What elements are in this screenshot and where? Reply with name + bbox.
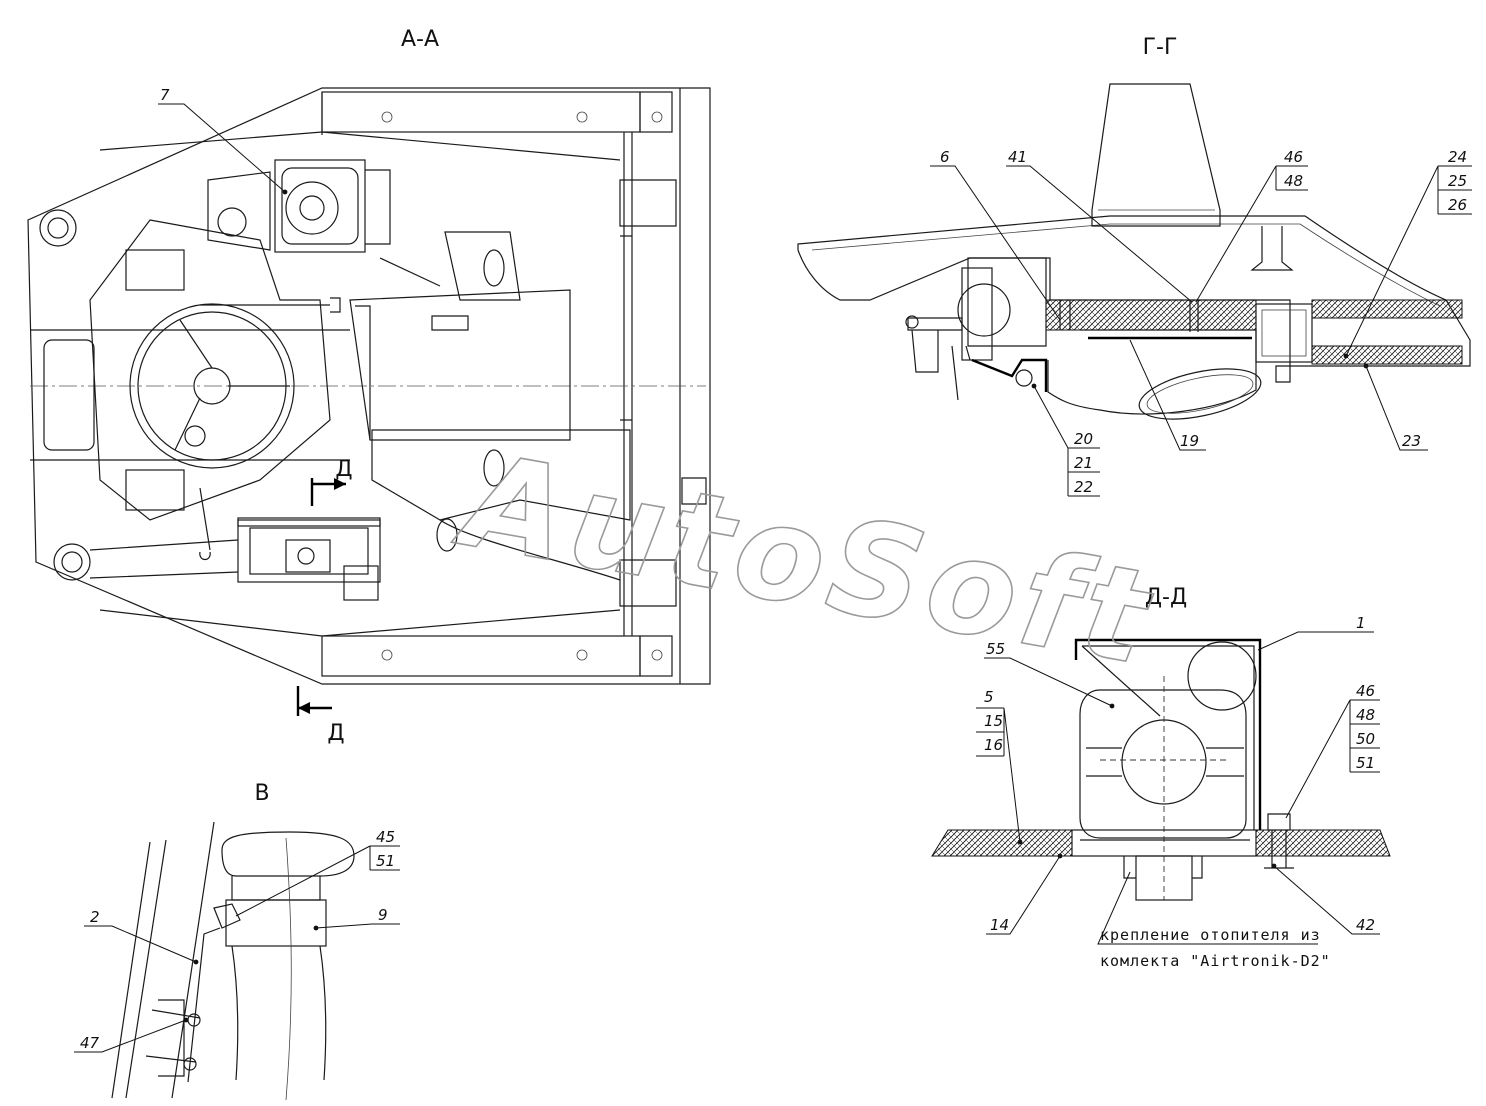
callout-16: 16 — [984, 736, 1003, 754]
callout-1: 1 — [1356, 614, 1366, 632]
callout-42: 42 — [1356, 916, 1375, 934]
callout-50: 50 — [1356, 730, 1375, 748]
callout-6: 6 — [940, 148, 950, 166]
cut-marker-label: Д — [335, 457, 352, 482]
section-title-dd: Д-Д — [1145, 585, 1187, 610]
view-v — [111, 821, 355, 1101]
callout-20: 20 — [1074, 430, 1093, 448]
callout-55: 55 — [986, 640, 1005, 658]
callout-48-gg: 48 — [1284, 172, 1303, 190]
callout-51-dd: 51 — [1356, 754, 1375, 772]
view-gg — [797, 83, 1471, 420]
callout-9: 9 — [378, 906, 388, 924]
callout-26: 26 — [1448, 196, 1467, 214]
note-line-1: крепление отопителя из — [1100, 926, 1321, 944]
callout-25: 25 — [1448, 172, 1467, 190]
callout-46-gg: 46 — [1284, 148, 1303, 166]
callout-48-dd: 48 — [1356, 706, 1375, 724]
watermark-text: AutoSoft — [445, 423, 1164, 695]
callout-45: 45 — [376, 828, 395, 846]
section-title-aa: А-А — [401, 27, 439, 52]
callout-23: 23 — [1402, 432, 1421, 450]
note-line-2: комлекта "Airtronik-D2" — [1100, 952, 1331, 970]
callout-5: 5 — [984, 688, 994, 706]
cut-marker-label-lower: Д — [327, 721, 344, 746]
callout-7: 7 — [160, 86, 170, 104]
callout-51-v: 51 — [376, 852, 395, 870]
callout-19: 19 — [1180, 432, 1199, 450]
callout-2: 2 — [90, 908, 100, 926]
callout-15: 15 — [984, 712, 1003, 730]
callout-14: 14 — [990, 916, 1009, 934]
callout-24: 24 — [1448, 148, 1467, 166]
view-aa — [27, 87, 711, 716]
callout-41: 41 — [1008, 148, 1027, 166]
callout-47: 47 — [80, 1034, 100, 1052]
section-title-gg: Г-Г — [1143, 35, 1178, 60]
callout-21: 21 — [1074, 454, 1093, 472]
view-title-v: В — [254, 781, 269, 806]
callout-22: 22 — [1074, 478, 1093, 496]
callout-46-dd: 46 — [1356, 682, 1375, 700]
view-dd — [931, 638, 1391, 901]
